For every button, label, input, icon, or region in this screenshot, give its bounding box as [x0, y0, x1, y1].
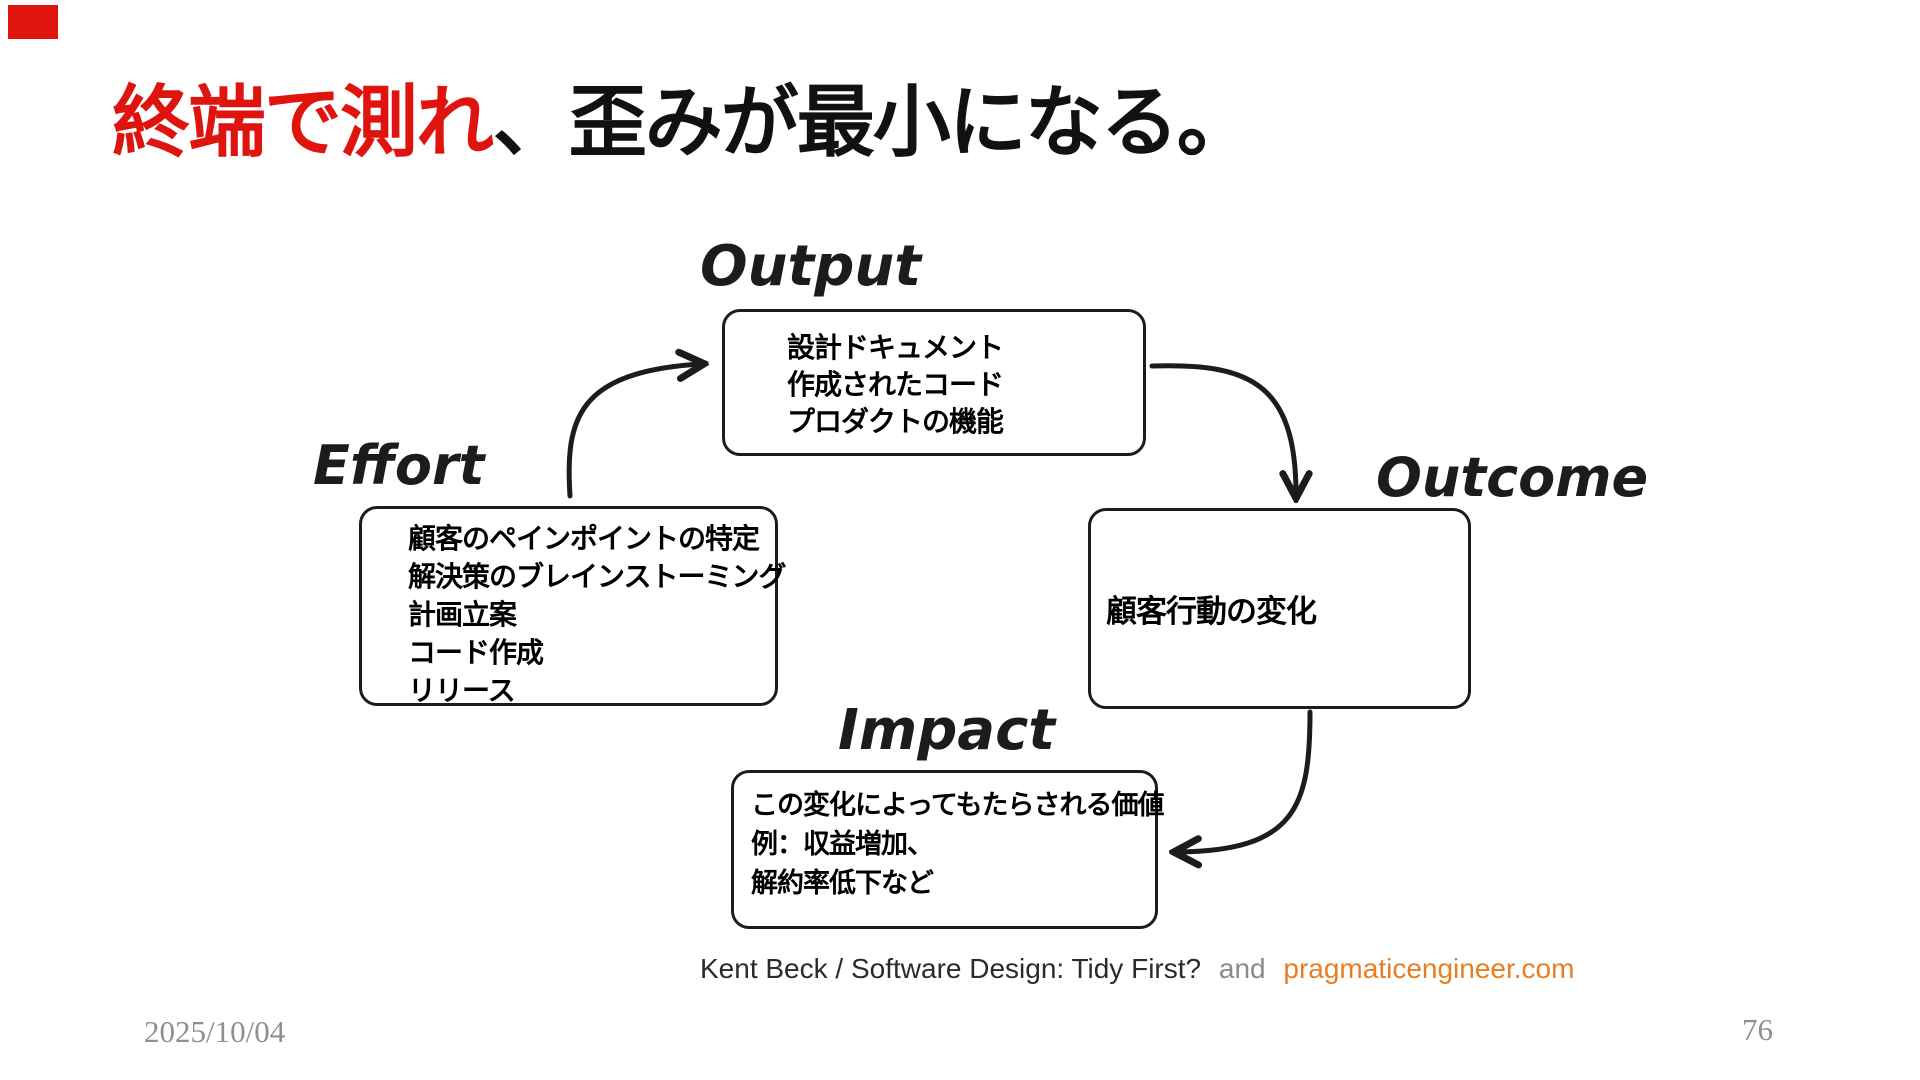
impact-line: 例：収益増加、: [751, 829, 934, 860]
output-line: 設計ドキュメント: [787, 331, 1004, 364]
output-line: 作成されたコード: [787, 368, 1004, 401]
effort-box: 顧客のペインポイントの特定 解決策のブレインストーミング 計画立案 コード作成 …: [359, 506, 786, 707]
impact-line: この変化によってもたらされる価値: [751, 790, 1165, 821]
effort-label: Effort: [313, 434, 485, 497]
effort-line: 顧客のペインポイントの特定: [408, 522, 760, 555]
attribution-connector: and: [1218, 953, 1266, 984]
red-corner-mark: [8, 5, 58, 39]
arrow-outcome-to-impact: [1178, 709, 1313, 852]
footer-date: 2025/10/04: [144, 1014, 286, 1049]
arrow-output-to-outcome: [1149, 363, 1296, 494]
slide-title: 終端で測れ、歪みが最小になる。: [112, 78, 1812, 168]
impact-label: Impact: [838, 698, 1056, 763]
footer-page-number: 76: [1742, 1012, 1773, 1047]
attribution: Kent Beck / Software Design: Tidy First?…: [700, 953, 1574, 985]
arrow-effort-to-output: [566, 364, 700, 499]
slide-title-emphasis: 終端で測れ: [112, 79, 495, 166]
effort-line: 解決策のブレインストーミング: [408, 560, 786, 593]
slide-title-rest: 、歪みが最小になる。: [492, 79, 1255, 166]
attribution-site-link: pragmaticengineer.com: [1283, 953, 1575, 984]
attribution-source: Kent Beck / Software Design: Tidy First?: [700, 953, 1202, 984]
outcome-label: Outcome: [1376, 446, 1649, 509]
outcome-box: 顧客行動の変化: [1088, 508, 1471, 709]
impact-box: この変化によってもたらされる価値 例：収益増加、 解約率低下など: [731, 770, 1165, 929]
impact-line: 解約率低下など: [751, 868, 934, 899]
effort-line: 計画立案: [408, 598, 517, 631]
output-label: Output: [700, 234, 921, 299]
output-box: 設計ドキュメント 作成されたコード プロダクトの機能: [722, 309, 1146, 456]
output-line: プロダクトの機能: [787, 405, 1004, 438]
effort-line: リリース: [408, 674, 516, 707]
effort-line: コード作成: [408, 636, 544, 669]
outcome-line: 顧客行動の変化: [1106, 594, 1317, 630]
